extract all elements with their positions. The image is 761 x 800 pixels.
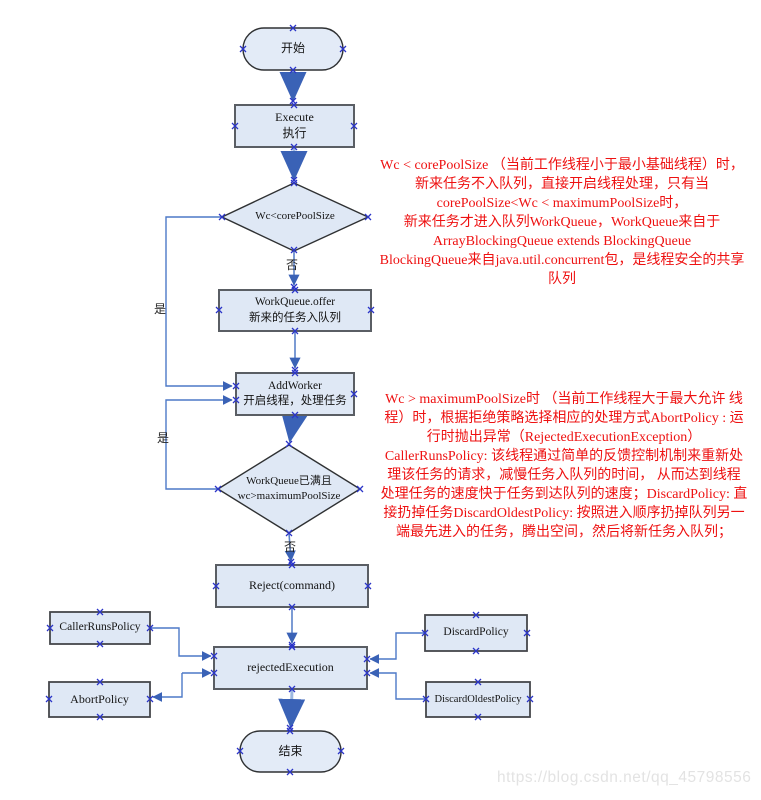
edge-discard-rejectedexecution	[369, 632, 425, 664]
annotation-line: 行时抛出异常（RejectedExecutionException）	[426, 430, 702, 445]
annotation-line: Wc > maximumPoolSize时 （当前工作线程大于最大允许 线	[385, 392, 743, 407]
edge-decision2-yes-addworker	[165, 395, 233, 490]
edge-decision2-reject	[284, 532, 296, 562]
annotation-block-corepool: Wc < corePoolSize （当前工作线程小于最小基础线程）时， 新来任…	[363, 156, 761, 289]
annotation-line: BlockingQueue来自java.util.concurrent包，是线程…	[379, 253, 745, 268]
watermark-text: https://blog.csdn.net/qq_45798556	[497, 769, 752, 786]
edge-addworker-decision2	[280, 411, 308, 443]
decision2-diamond	[216, 444, 362, 534]
edge-discardoldest-rejectedexecution	[369, 668, 426, 700]
annotation-line: CallerRunsPolicy: 该线程通过简单的反馈控制机制来重新处	[384, 449, 744, 464]
annotation-line: corePoolSize<Wc < maximumPoolSize时，	[436, 196, 688, 211]
abort-policy-box	[48, 681, 151, 718]
edge-rejectedexecution-end	[278, 688, 306, 729]
annotation-line: 端最先进入的任务，腾出空间，然后将新任务入队列；	[396, 525, 732, 540]
annotation-line: Wc < corePoolSize （当前工作线程小于最小基础线程）时，	[380, 158, 744, 173]
reject-box	[215, 564, 369, 608]
caller-runs-policy-box	[49, 611, 151, 645]
annotation-line: 接扔掉任务DiscardOldestPolicy: 按照进入顺序扔掉队列另一	[383, 506, 745, 521]
flow-connectors	[150, 70, 426, 729]
edge-label-no2: 否	[284, 540, 297, 554]
execute-box	[234, 104, 355, 148]
edge-decision1-yes-addworker	[165, 216, 233, 391]
end-terminator	[239, 730, 342, 773]
addworker-box	[235, 372, 355, 416]
edge-label-no1: 否	[286, 258, 299, 272]
rejected-execution-box	[213, 646, 368, 690]
decision1-diamond	[220, 182, 370, 252]
annotation-line: 程）时，根据拒绝策略选择相应的处理方式AbortPolicy : 运	[384, 411, 744, 426]
annotation-line: 队列	[548, 272, 576, 287]
annotation-line: 处理任务的速度快于任务到达队列的速度；DiscardPolicy: 直	[380, 487, 748, 502]
edge-label-yes2: 是	[157, 431, 170, 445]
edge-callerruns-rejectedexecution	[150, 627, 212, 661]
discard-oldest-policy-box	[425, 681, 531, 718]
annotation-block-rejectpolicy: Wc > maximumPoolSize时 （当前工作线程大于最大允许 线 程）…	[367, 390, 761, 542]
workqueue-offer-box	[218, 289, 372, 332]
discard-policy-box	[424, 614, 528, 652]
edge-rejectedexecution-abort-b	[152, 673, 183, 702]
annotation-line: 新来任务才进入队列WorkQueue，WorkQueue来自于	[403, 215, 721, 230]
edge-label-yes1: 是	[154, 302, 167, 316]
annotation-line: 新来任务不入队列，直接开启线程处理，只有当	[415, 177, 709, 192]
flow-shapes	[48, 27, 531, 773]
annotation-line: 理该任务的请求，减慢任务入队列的时间， 从而达到线程	[387, 468, 741, 483]
annotation-line: ArrayBlockingQueue extends BlockingQueue	[432, 234, 692, 249]
start-terminator	[242, 27, 344, 71]
